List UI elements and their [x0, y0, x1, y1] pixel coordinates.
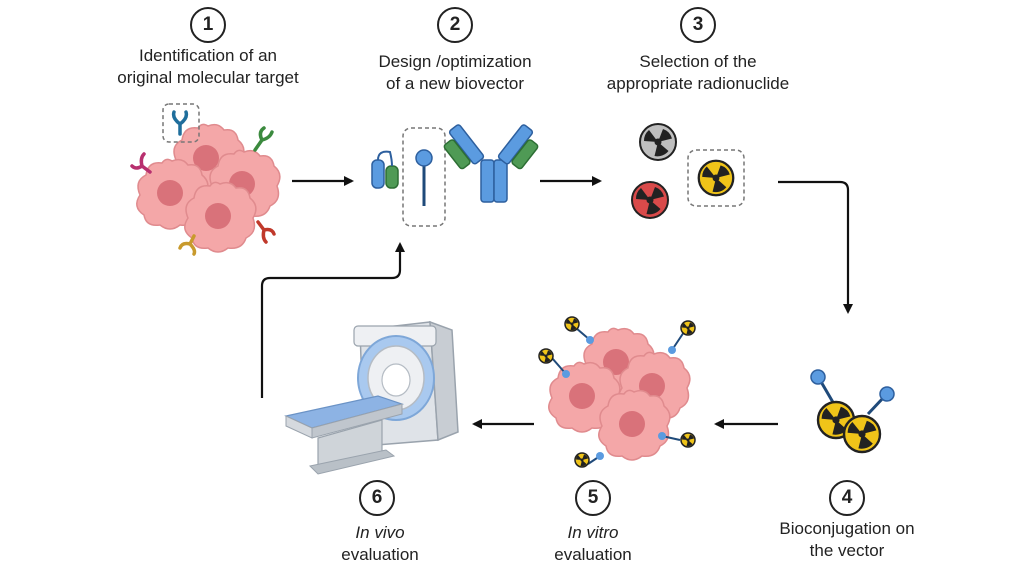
step-4-label: Bioconjugation on the vector: [752, 518, 942, 562]
step-6-label: In vivo evaluation: [320, 522, 440, 566]
step-6-label-line2: evaluation: [341, 545, 419, 564]
step-3-label: Selection of the appropriate radionuclid…: [583, 51, 813, 95]
cancer-cell-cluster-icon: [130, 103, 281, 256]
step-3-label-line2: appropriate radionuclide: [606, 74, 790, 93]
step-4-number: 4: [829, 480, 865, 516]
step-4-label-line2: the vector: [809, 541, 885, 560]
step-5-label-line2: evaluation: [554, 545, 632, 564]
step-5-label: In vitro evaluation: [533, 522, 653, 566]
step-1-label-line2: original molecular target: [117, 68, 299, 87]
step-3-number: 3: [680, 7, 716, 43]
step-6-number: 6: [359, 480, 395, 516]
cancer-cell-cluster-icon: [538, 316, 696, 468]
step-6-label-line1: In vivo: [355, 523, 405, 542]
step-5-label-line1: In vitro: [567, 523, 619, 542]
radiation-symbol-icon: [631, 123, 745, 219]
step-5-number: 5: [575, 480, 611, 516]
step-2-label-line1: Design /optimization: [378, 52, 532, 71]
peptide-vector-icon: [371, 127, 446, 227]
step-4-label-line1: Bioconjugation on: [779, 519, 915, 538]
arrow-6-to-2: [260, 242, 405, 398]
step-2-number: 2: [437, 7, 473, 43]
step-1-number: 1: [190, 7, 226, 43]
antibody-icon: [443, 124, 539, 203]
step-2-label-line2: of a new biovector: [386, 74, 524, 93]
mri-scanner-icon: [284, 320, 459, 475]
step-1-label: Identification of an original molecular …: [88, 45, 328, 89]
arrow-3-to-4: [778, 180, 853, 314]
step-1-label-line1: Identification of an: [139, 46, 277, 65]
bioconjugate-icon: [810, 369, 895, 454]
step-2-label: Design /optimization of a new biovector: [345, 51, 565, 95]
step-3-label-line1: Selection of the: [639, 52, 757, 71]
